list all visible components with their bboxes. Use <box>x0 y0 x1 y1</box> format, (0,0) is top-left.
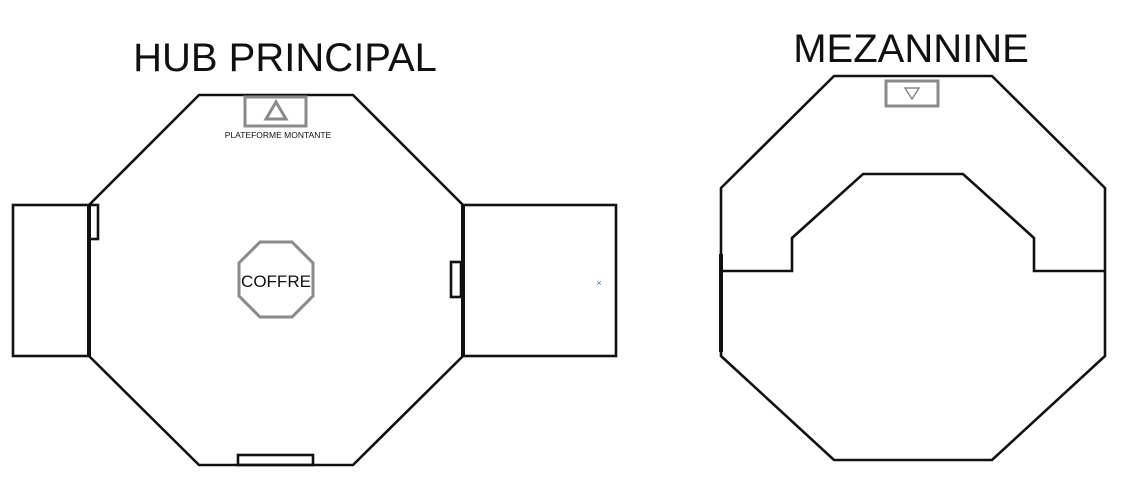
descending-platform-box <box>884 79 940 108</box>
chest[interactable]: COFFRE <box>237 240 315 319</box>
mezzanine-inner-wall <box>721 172 1105 273</box>
triangle-up-icon <box>263 99 289 121</box>
chest-label: COFFRE <box>241 272 311 291</box>
hub-left-door <box>87 203 100 241</box>
mezzanine-outer-room <box>719 74 1107 462</box>
triangle-down-icon <box>903 87 921 101</box>
hub-principal-map: HUB PRINCIPAL PLATEFORME MONTANTE COFFRE… <box>11 36 618 467</box>
descending-platform[interactable] <box>884 79 940 108</box>
hub-bottom-door <box>236 453 315 467</box>
mezzanine-map: MEZANNINE <box>719 27 1107 462</box>
cross-marker-icon: × <box>596 278 601 288</box>
rising-platform[interactable] <box>243 95 308 128</box>
rising-platform-box <box>243 95 308 128</box>
chest-octagon <box>237 240 315 319</box>
rising-platform-label: PLATEFORME MONTANTE <box>225 130 332 140</box>
mezzanine-title: MEZANNINE <box>793 27 1029 71</box>
hub-right-annex-room <box>461 203 618 358</box>
hub-principal-title: HUB PRINCIPAL <box>133 36 437 80</box>
hub-right-door <box>449 260 463 299</box>
hub-left-annex-room <box>11 203 91 358</box>
